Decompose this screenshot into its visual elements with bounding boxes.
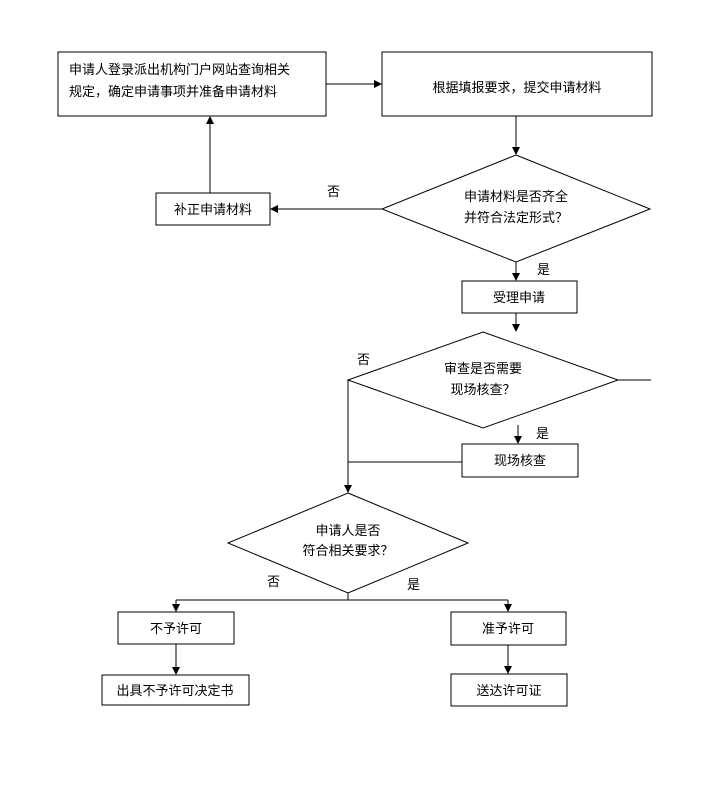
node-deliver-license-label: 送达许可证 <box>476 684 541 699</box>
edge-label-yes-2: 是 <box>536 427 549 442</box>
node-grant-label: 准予许可 <box>482 622 534 637</box>
decision-meets-requirements-line2: 符合相关要求？ <box>302 543 393 559</box>
edge-label-no-1: 否 <box>327 185 340 200</box>
edge-need-inspection-no-branch <box>344 379 352 493</box>
edge-label-no-3: 否 <box>267 575 280 590</box>
node-grant: 准予许可 <box>450 611 567 646</box>
edge-label-yes-1: 是 <box>537 263 550 278</box>
decision-need-inspection: 审查是否需要 现场核查？ <box>346 331 620 429</box>
node-deny-label: 不予许可 <box>150 622 202 637</box>
node-deny: 不予许可 <box>117 611 235 645</box>
node-submit: 根据填报要求，提交申请材料 <box>381 51 653 117</box>
decision-meets-requirements-line1: 申请人是否 <box>315 524 380 539</box>
node-accept-label: 受理申请 <box>493 291 545 306</box>
node-accept: 受理申请 <box>461 280 578 314</box>
decision-check-complete-line1: 申请材料是否齐全 <box>464 189 568 205</box>
node-login-line2: 规定，确定申请事项并准备申请材料 <box>69 84 277 100</box>
decision-check-complete: 申请材料是否齐全 并符合法定形式？ <box>380 154 652 263</box>
node-supplement: 补正申请材料 <box>155 192 271 226</box>
node-login: 申请人登录派出机构门户网站查询相关 规定，确定申请事项并准备申请材料 <box>57 51 327 117</box>
decision-check-complete-line2: 并符合法定形式？ <box>464 210 568 226</box>
edge-label-yes-3: 是 <box>407 578 420 593</box>
node-deliver-license: 送达许可证 <box>450 673 568 707</box>
decision-need-inspection-line1: 审查是否需要 <box>444 362 522 377</box>
node-inspection-label: 现场核查 <box>494 454 546 469</box>
node-deny-doc-label: 出具不予许可决定书 <box>116 684 233 699</box>
node-deny-doc: 出具不予许可决定书 <box>101 674 250 706</box>
edge-label-no-2: 否 <box>357 353 370 368</box>
node-login-line1: 申请人登录派出机构门户网站查询相关 <box>69 62 290 78</box>
node-supplement-label: 补正申请材料 <box>174 203 252 218</box>
node-inspection: 现场核查 <box>461 443 579 478</box>
node-submit-label: 根据填报要求，提交申请材料 <box>432 80 601 96</box>
decision-need-inspection-line2: 现场核查？ <box>450 383 515 398</box>
decision-meets-requirements: 申请人是否 符合相关要求？ <box>226 492 470 594</box>
